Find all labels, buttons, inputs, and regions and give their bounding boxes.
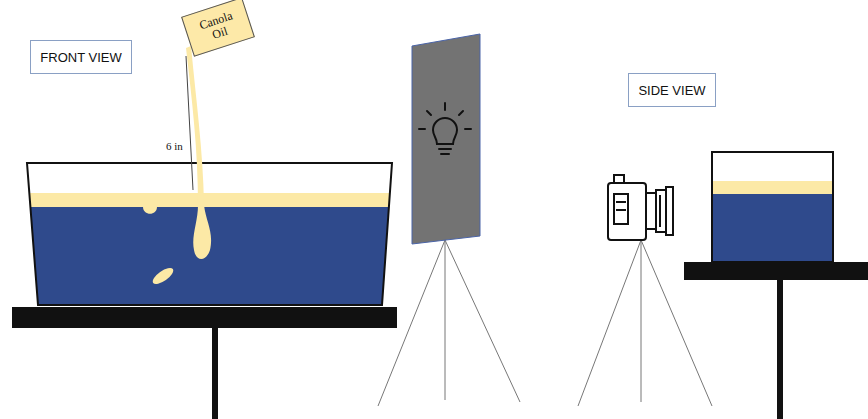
light-ray (427, 111, 431, 115)
table-top (12, 307, 397, 328)
tripod-pole (641, 240, 642, 402)
oil-layer (30, 193, 390, 207)
view-title: FRONT VIEW (40, 50, 121, 65)
tub-outline (712, 152, 833, 262)
water-layer (712, 194, 833, 262)
light-ray (444, 103, 446, 110)
lens-grip (659, 195, 661, 227)
tub-interior (712, 152, 833, 262)
camera-detail (616, 209, 626, 211)
view-title: SIDE VIEW (638, 83, 705, 98)
dimension-label: 6 in (166, 140, 183, 152)
bulb-base (439, 148, 451, 150)
lens-ring (656, 190, 666, 232)
water-layer (30, 207, 388, 305)
oil-stream (186, 46, 211, 259)
table-top (684, 262, 868, 280)
bulb-base (441, 153, 449, 155)
camera-detail (616, 201, 626, 203)
light-panel (412, 34, 480, 244)
table-leg (212, 328, 218, 419)
light-ray (459, 111, 463, 115)
table-leg (777, 280, 783, 419)
camera-screen (614, 194, 628, 224)
tripod-leg (578, 240, 641, 406)
tripod-pole (445, 240, 446, 400)
light-ray (465, 128, 471, 130)
lightbulb-icon (419, 103, 471, 154)
camera-dial (614, 175, 624, 183)
bulb-glass (433, 118, 457, 144)
camera-body (608, 183, 646, 240)
lens-ring (646, 193, 656, 229)
light-ray (419, 128, 425, 130)
oil-layer (712, 181, 833, 194)
bottle-label: Canola Oil (193, 8, 243, 47)
dimension-line (186, 56, 193, 190)
tripod-leg (445, 240, 520, 402)
tripod-leg (378, 240, 445, 406)
oil-droplet (150, 265, 175, 287)
camera-icon (608, 175, 673, 240)
view-title-box: FRONT VIEW (30, 40, 132, 74)
oil-droplet (143, 204, 157, 214)
view-title-box: SIDE VIEW (628, 73, 716, 107)
oil-bottle: Canola Oil (181, 0, 255, 57)
lens-front (666, 187, 673, 235)
